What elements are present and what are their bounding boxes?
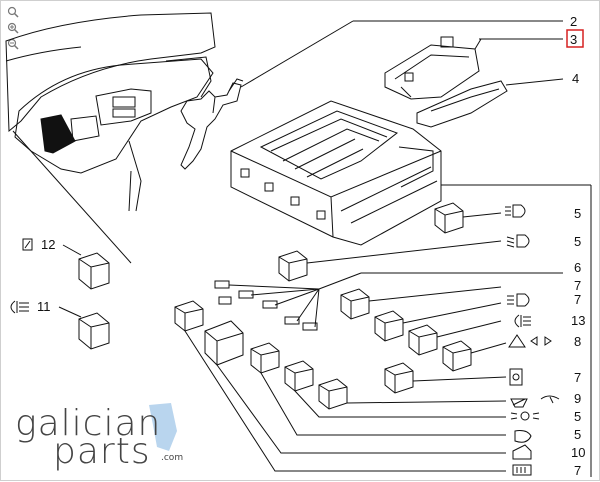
callout-5[interactable]: 5	[574, 234, 581, 249]
zoom-in-icon[interactable]	[7, 21, 19, 34]
horn-icon	[514, 430, 532, 443]
rear-defrost-icon	[512, 464, 532, 476]
relay-carrier-part-3	[384, 36, 482, 100]
logo-accent-shape	[149, 403, 177, 451]
zoom-out-icon[interactable]	[7, 37, 19, 50]
relay-part-7b	[374, 310, 404, 342]
search-icon[interactable]	[7, 5, 19, 18]
relay-part-7d	[174, 300, 204, 332]
rear-fog-icon	[514, 314, 531, 328]
relay-part-7c	[384, 362, 414, 394]
fuse-box-location-marker	[40, 114, 76, 154]
logo-suffix: .com	[161, 453, 184, 463]
callout-6[interactable]: 6	[574, 260, 581, 275]
callout-3[interactable]: 3	[570, 32, 577, 47]
hazard-warning-icon	[508, 334, 552, 348]
callout-7[interactable]: 7	[574, 370, 581, 385]
rear-fog-left-icon	[10, 300, 29, 314]
relay-part-12	[78, 252, 110, 290]
low-beam-icon	[506, 234, 530, 248]
callout-9[interactable]: 9	[574, 391, 581, 406]
relay-part-7a	[340, 288, 370, 320]
fog-lamp-icon	[505, 204, 526, 218]
callout-5[interactable]: 5	[574, 427, 581, 442]
door-lock-icon	[512, 444, 532, 460]
relay-part-5c	[284, 360, 314, 392]
bracket-part-2	[180, 78, 244, 170]
callout-10[interactable]: 10	[571, 445, 585, 460]
relay-part-5d	[250, 342, 280, 374]
callout-7[interactable]: 7	[574, 463, 581, 478]
heater-fan-icon	[509, 368, 523, 386]
logo-line1: galician	[15, 403, 162, 444]
callout-8[interactable]: 8	[574, 334, 581, 349]
relay-part-5a	[434, 202, 464, 234]
relay-symbol-icon	[22, 238, 33, 251]
logo-line2: parts	[53, 431, 151, 472]
callout-12[interactable]: 12	[41, 237, 55, 252]
side-lights-icon	[510, 411, 540, 421]
fuse-set-part-6	[214, 280, 318, 331]
callout-4[interactable]: 4	[572, 71, 579, 86]
callout-5[interactable]: 5	[574, 409, 581, 424]
relay-part-13	[408, 324, 438, 356]
wiper-icon	[510, 395, 560, 408]
high-beam-icon	[507, 293, 530, 307]
bracket-part-4	[416, 80, 508, 128]
relay-part-11	[78, 312, 110, 350]
relay-part-8	[442, 340, 472, 372]
callout-7[interactable]: 7	[574, 278, 581, 293]
callout-2[interactable]: 2	[570, 14, 577, 29]
callout-5[interactable]: 5	[574, 206, 581, 221]
relay-part-10	[204, 320, 244, 366]
callout-7[interactable]: 7	[574, 292, 581, 307]
callout-13[interactable]: 13	[571, 313, 585, 328]
relay-part-5b	[278, 250, 308, 282]
callout-highlight	[566, 29, 584, 48]
dashboard-outline	[5, 12, 216, 264]
callout-11[interactable]: 11	[37, 299, 51, 314]
fuse-box-main	[230, 100, 442, 246]
relay-part-9	[318, 378, 348, 410]
